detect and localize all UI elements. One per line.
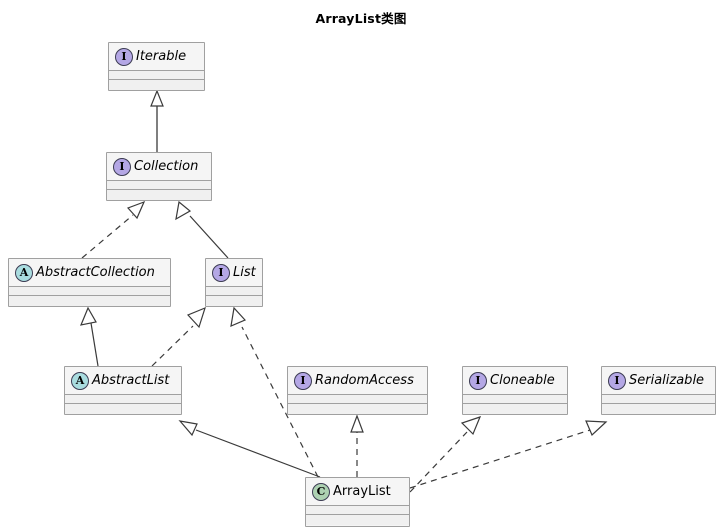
class-node-iterable[interactable]: I Iterable bbox=[108, 42, 205, 91]
attributes-compartment bbox=[306, 506, 409, 515]
edge-arraylist-implements-randomaccess bbox=[350, 414, 364, 477]
methods-compartment bbox=[109, 80, 204, 90]
methods-compartment bbox=[206, 296, 262, 306]
methods-compartment bbox=[463, 404, 567, 414]
node-label-serializable: Serializable bbox=[629, 372, 705, 388]
class-node-collection[interactable]: I Collection bbox=[106, 152, 212, 201]
class-node-abstractlist[interactable]: A AbstractList bbox=[64, 366, 182, 415]
node-label-list: List bbox=[233, 264, 256, 280]
edge-arraylist-implements-list bbox=[230, 306, 319, 478]
methods-compartment bbox=[306, 515, 409, 525]
node-header-collection: I Collection bbox=[107, 153, 211, 181]
edge-abstractlist-implements-list bbox=[151, 306, 206, 367]
abstract-badge-icon: A bbox=[15, 263, 33, 282]
node-label-abstractlist: AbstractList bbox=[92, 372, 170, 388]
class-node-serializable[interactable]: I Serializable bbox=[601, 366, 716, 415]
attributes-compartment bbox=[206, 287, 262, 296]
node-label-arraylist: ArrayList bbox=[333, 483, 391, 499]
edge-arraylist-implements-serializable bbox=[409, 420, 608, 489]
class-node-cloneable[interactable]: I Cloneable bbox=[462, 366, 568, 415]
node-label-collection: Collection bbox=[134, 158, 199, 174]
edge-arraylist-extends-abstractlist bbox=[178, 420, 321, 478]
methods-compartment bbox=[288, 404, 427, 414]
attributes-compartment bbox=[288, 395, 427, 404]
class-badge-icon: C bbox=[312, 482, 330, 501]
class-node-randomaccess[interactable]: I RandomAccess bbox=[287, 366, 428, 415]
interface-badge-icon: I bbox=[212, 263, 230, 282]
edge-collection-extends-iterable bbox=[150, 89, 164, 152]
edge-list-extends-collection bbox=[175, 200, 229, 259]
interface-badge-icon: I bbox=[115, 47, 133, 66]
node-header-abstractcollection: A AbstractCollection bbox=[9, 259, 170, 287]
attributes-compartment bbox=[602, 395, 715, 404]
node-header-randomaccess: I RandomAccess bbox=[288, 367, 427, 395]
node-header-cloneable: I Cloneable bbox=[463, 367, 567, 395]
node-label-abstractcollection: AbstractCollection bbox=[36, 264, 155, 280]
attributes-compartment bbox=[107, 181, 211, 190]
class-node-arraylist[interactable]: C ArrayList bbox=[305, 477, 410, 527]
methods-compartment bbox=[602, 404, 715, 414]
attributes-compartment bbox=[9, 287, 170, 296]
node-header-arraylist: C ArrayList bbox=[306, 478, 409, 506]
edge-abstractlist-extends-abstractcollection bbox=[80, 306, 99, 367]
edge-arraylist-implements-cloneable bbox=[409, 416, 482, 493]
class-node-abstractcollection[interactable]: A AbstractCollection bbox=[8, 258, 171, 307]
interface-badge-icon: I bbox=[608, 371, 626, 390]
attributes-compartment bbox=[109, 71, 204, 80]
node-header-serializable: I Serializable bbox=[602, 367, 715, 395]
attributes-compartment bbox=[65, 395, 181, 404]
node-label-cloneable: Cloneable bbox=[490, 372, 555, 388]
node-header-abstractlist: A AbstractList bbox=[65, 367, 181, 395]
node-label-iterable: Iterable bbox=[136, 48, 187, 64]
interface-badge-icon: I bbox=[294, 371, 312, 390]
methods-compartment bbox=[65, 404, 181, 414]
methods-compartment bbox=[9, 296, 170, 306]
attributes-compartment bbox=[463, 395, 567, 404]
methods-compartment bbox=[107, 190, 211, 200]
node-label-randomaccess: RandomAccess bbox=[315, 372, 414, 388]
edge-abstractcollection-implements-collection bbox=[81, 200, 146, 259]
class-node-list[interactable]: I List bbox=[205, 258, 263, 307]
page-title: ArrayList类图 bbox=[315, 11, 407, 26]
abstract-badge-icon: A bbox=[71, 371, 89, 390]
node-header-iterable: I Iterable bbox=[109, 43, 204, 71]
node-header-list: I List bbox=[206, 259, 262, 287]
interface-badge-icon: I bbox=[469, 371, 487, 390]
interface-badge-icon: I bbox=[113, 157, 131, 176]
